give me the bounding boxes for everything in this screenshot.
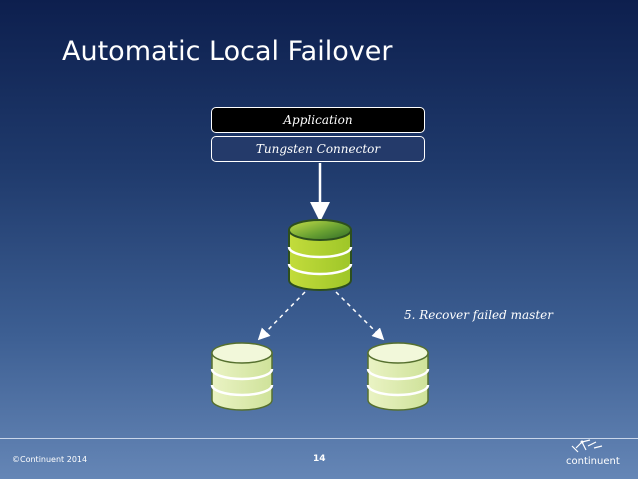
tungsten-connector-label: Tungsten Connector	[255, 142, 381, 156]
slide-title: Automatic Local Failover	[62, 36, 393, 67]
tungsten-connector-box: Tungsten Connector	[211, 136, 425, 162]
master-to-right-slave-arrow	[335, 291, 385, 341]
left-slave-database-icon	[210, 342, 274, 411]
continuent-logo-icon	[571, 439, 603, 453]
application-box: Application	[211, 107, 425, 133]
right-slave-database-icon	[366, 342, 430, 411]
page-number: 14	[313, 454, 326, 464]
continuent-logo-text: continuent	[566, 456, 620, 467]
footer-divider	[0, 438, 638, 439]
master-database-icon	[287, 219, 353, 291]
copyright-text: ©Continuent 2014	[12, 455, 88, 464]
recover-annotation: 5. Recover failed master	[404, 308, 553, 322]
master-to-left-slave-arrow	[257, 291, 306, 341]
application-label: Application	[283, 113, 353, 127]
